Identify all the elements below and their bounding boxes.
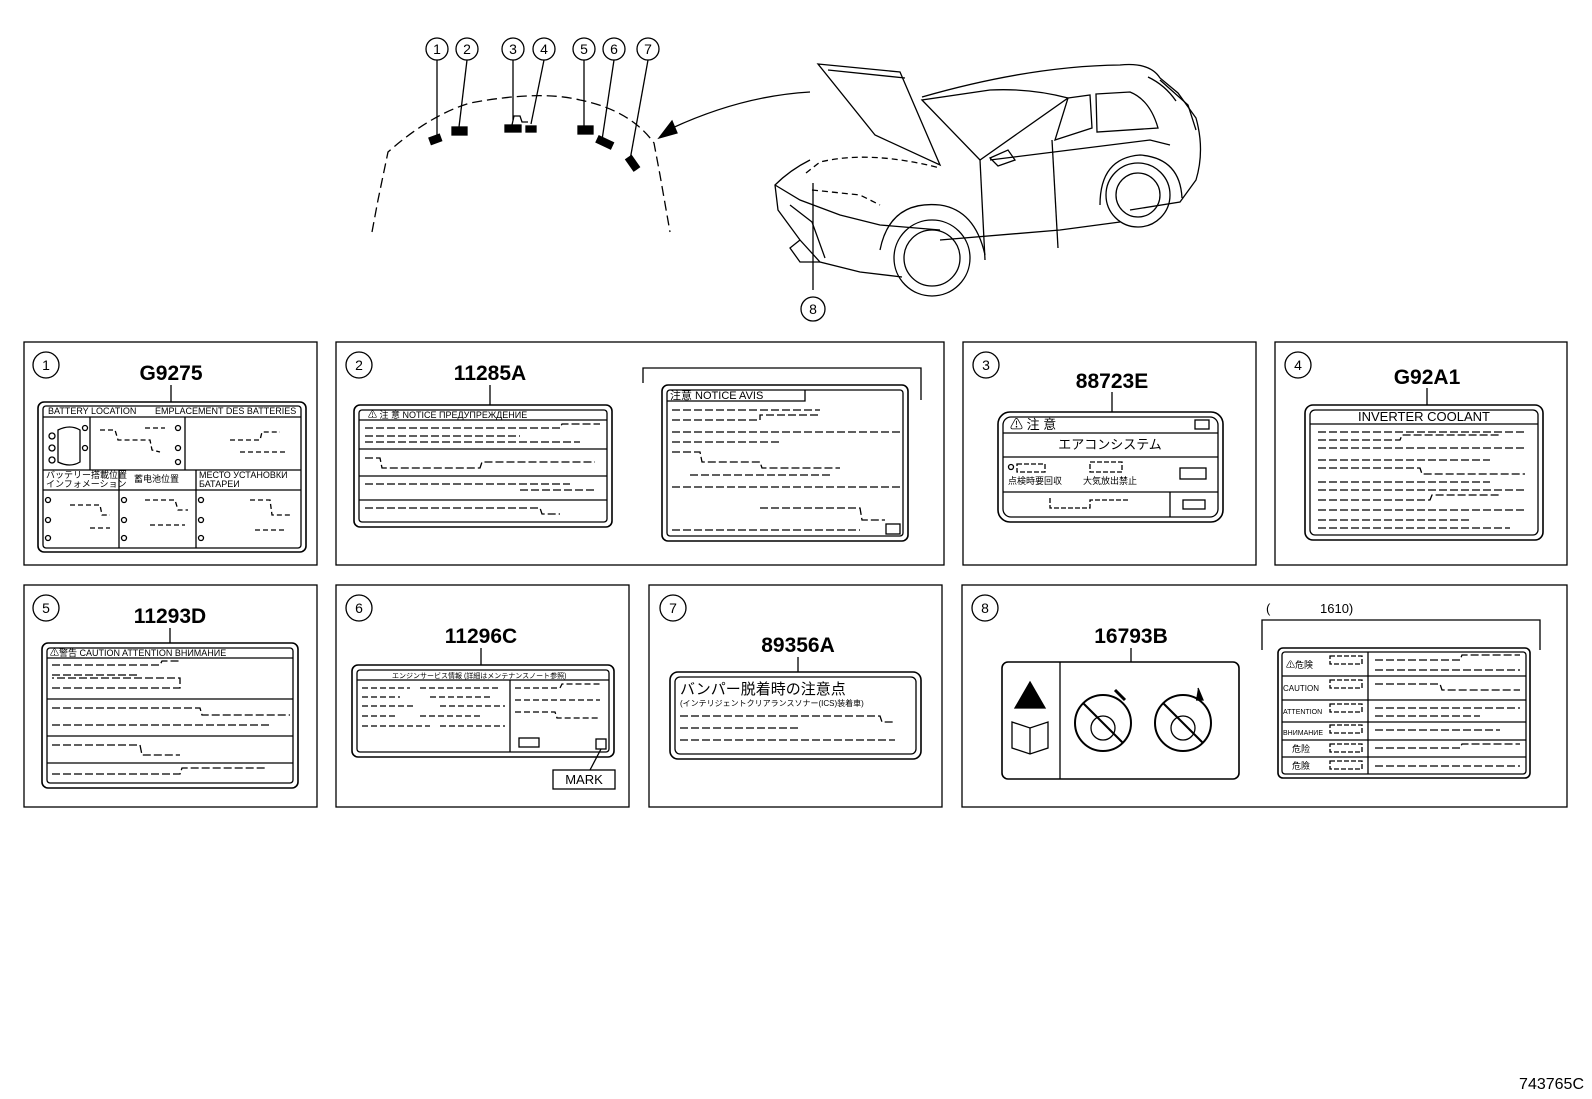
label-88723e [997, 392, 1224, 523]
part-number-4: G92A1 [1394, 366, 1461, 389]
bumper-caution-title: バンパー脱着時の注意点 [680, 680, 846, 698]
reference-code: 743765C [1519, 1076, 1584, 1093]
battery-location-text: BATTERY LOCATION [48, 406, 136, 416]
caution-jp-header: ⚠ 注 意 [1010, 417, 1056, 432]
callout-4: 4 [540, 41, 548, 57]
caution-attention-header: ⚠警告 CAUTION ATTENTION ВНИМАНИЕ [50, 647, 226, 658]
part-number-1: G9275 [139, 362, 202, 385]
panel-num-5: 5 [42, 600, 50, 616]
aircon-system-text: エアコンシステム [1058, 437, 1162, 452]
panel-num-4: 4 [1294, 357, 1302, 373]
part-number-5: 11293D [134, 605, 206, 628]
top-callouts [425, 37, 826, 322]
cn-battery-text: 蓄电池位置 [134, 473, 179, 484]
panel-5 [23, 584, 318, 808]
part-number-2: 11285A [454, 362, 526, 385]
panel-num-6: 6 [355, 600, 363, 616]
part-number-8: 16793B [1094, 625, 1168, 648]
panel-7 [648, 584, 943, 808]
emplacement-text: EMPLACEMENT DES BATTERIES [155, 406, 296, 416]
callout-7: 7 [644, 41, 652, 57]
ru-battery-text-2: БАТАРЕИ [199, 479, 240, 489]
label-16793b [1001, 619, 1541, 780]
aircon-sub-text-2: 大気放出禁止 [1083, 475, 1137, 486]
inverter-coolant-text: INVERTER COOLANT [1358, 409, 1490, 424]
callout-6: 6 [610, 41, 618, 57]
panel-2 [335, 341, 945, 566]
note-number: 1610) [1320, 601, 1353, 616]
notice-avis-header-text: 注意 NOTICE AVIS [670, 388, 763, 402]
panel-num-7: 7 [669, 600, 677, 616]
pointer-arrow [667, 91, 811, 131]
note-paren-open: ( [1266, 601, 1271, 616]
bumper-caution-sub: (インテリジェントクリアランスソナー(ICS)装着車) [680, 698, 864, 708]
panel-num-8: 8 [981, 600, 989, 616]
part-number-6: 11296C [445, 625, 517, 648]
label-11293d [41, 628, 299, 789]
callout-5: 5 [580, 41, 588, 57]
jp-battery-text-2: インフォメーション [46, 479, 127, 489]
car-illustration [774, 63, 1202, 297]
callout-8: 8 [809, 301, 817, 317]
panel-6 [335, 584, 630, 808]
part-number-7: 89356A [761, 634, 835, 657]
warn-row-2: CAUTION [1283, 684, 1319, 693]
label-g9275 [37, 385, 307, 553]
panel-num-3: 3 [982, 357, 990, 373]
label-g92a1 [1304, 388, 1544, 541]
panel-num-2: 2 [355, 357, 363, 373]
warn-row-3: ATTENTION [1283, 709, 1322, 716]
warn-row-5: 危险 [1292, 743, 1310, 754]
label-89356a [669, 657, 922, 760]
label-11285a [353, 367, 922, 542]
engine-bay-outline [371, 59, 671, 233]
callout-3: 3 [509, 41, 517, 57]
panel-1 [23, 341, 318, 566]
part-number-3: 88723E [1076, 370, 1148, 393]
jp-battery-text-1: バッテリー搭載位置 [46, 469, 127, 480]
warn-row-1: ⚠危険 [1286, 659, 1313, 670]
panel-4 [1274, 341, 1568, 566]
notice-header-text: ⚠ 注 意 NOTICE ПРЕДУПРЕЖДЕНИЕ [368, 409, 527, 420]
mark-text: MARK [565, 772, 603, 787]
aircon-sub-text-1: 点検時要回収 [1008, 475, 1062, 486]
engine-service-header: エンジンサービス情報 (詳細はメンテナンスノート参照) [392, 671, 566, 680]
ru-battery-text-1: МЕСТО УСТАНОВКИ [199, 470, 288, 480]
warn-row-6: 危險 [1292, 760, 1310, 771]
warn-row-4: ВНИМАНИЕ [1283, 730, 1323, 737]
label-11296c [351, 648, 616, 790]
panel-8 [961, 584, 1568, 808]
panel-3 [962, 341, 1257, 566]
callout-2: 2 [463, 41, 471, 57]
callout-1: 1 [433, 41, 441, 57]
panel-num-1: 1 [42, 357, 50, 373]
